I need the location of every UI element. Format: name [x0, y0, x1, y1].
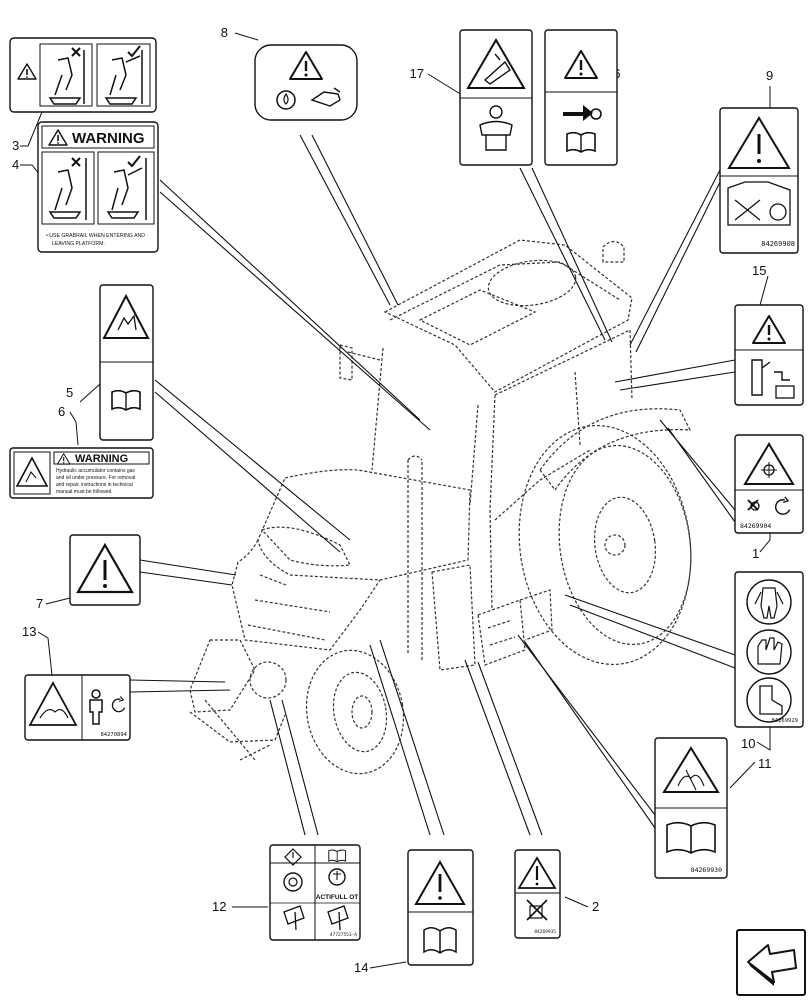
decal-7 [69, 534, 141, 606]
decal-8 [254, 44, 358, 121]
callout-5: 5 [66, 385, 73, 400]
callout-10: 10 [741, 736, 755, 751]
callout-13: 13 [22, 624, 36, 639]
callout-4: 4 [12, 157, 19, 172]
decal-12-label: ACTIFULL OT [316, 894, 359, 901]
decal-11-code: 84269930 [691, 866, 722, 874]
decal-12-code: 47727553-A [330, 932, 357, 938]
callout-7: 7 [36, 596, 43, 611]
decal-3 [9, 37, 157, 113]
decal-12: ACTIFULL OT 47727553-A [269, 844, 361, 941]
decal-9: 84269908 [719, 107, 799, 254]
decal-4-line1: • USE GRABRAIL WHEN ENTERING AND [46, 233, 145, 239]
decal-6-line3: and repair, instructions in technical [56, 482, 133, 488]
decal-1: 84269904 [734, 434, 804, 534]
decal-4-line2: LEAVING PLATFORM. [52, 241, 105, 247]
decal-6-line1: Hydraulic accumulator contains gas [56, 468, 135, 474]
decal-2-code: 84269935 [534, 929, 556, 935]
callout-17: 17 [410, 66, 424, 81]
decal-6-line2: and oil under pressure. For removal [56, 475, 135, 481]
callout-1: 1 [752, 546, 759, 561]
callout-8: 8 [221, 25, 228, 40]
previous-arrow-icon[interactable] [736, 929, 806, 996]
decal-6: WARNING Hydraulic accumulator contains g… [9, 447, 154, 499]
callout-9: 9 [766, 68, 773, 83]
callout-14: 14 [354, 960, 368, 975]
callout-12: 12 [212, 899, 226, 914]
callout-2: 2 [592, 899, 599, 914]
decal-14 [407, 849, 474, 966]
decal-5 [99, 284, 154, 441]
callout-3: 3 [12, 138, 19, 153]
decal-6-line4: manual must be followed. [56, 489, 113, 495]
decal-16 [544, 29, 618, 166]
decal-11: 84269930 [654, 737, 728, 879]
tractor-illustration [189, 239, 692, 775]
decal-10-code: 84269929 [772, 718, 799, 724]
decal-4: WARNING • USE GRABRAIL WHEN ENTERING AND… [37, 121, 159, 253]
decal-15 [734, 304, 804, 406]
decal-2: 84269935 [514, 849, 561, 939]
decal-13-code: 84270894 [101, 732, 128, 738]
callout-15: 15 [752, 263, 766, 278]
decal-17 [459, 29, 533, 166]
callout-6: 6 [58, 404, 65, 419]
callout-numbers: 8 17 16 9 15 3 4 5 6 7 13 1 10 11 12 2 1… [12, 25, 773, 975]
leader-lines [129, 134, 736, 836]
callout-11: 11 [758, 756, 772, 771]
decal-1-code: 84269904 [740, 522, 771, 530]
decal-6-heading: WARNING [75, 453, 128, 465]
decal-4-heading: WARNING [72, 130, 145, 147]
decal-13: 84270894 [24, 674, 131, 741]
decal-9-code: 84269908 [761, 240, 795, 248]
decal-10: 84269929 [734, 571, 804, 728]
